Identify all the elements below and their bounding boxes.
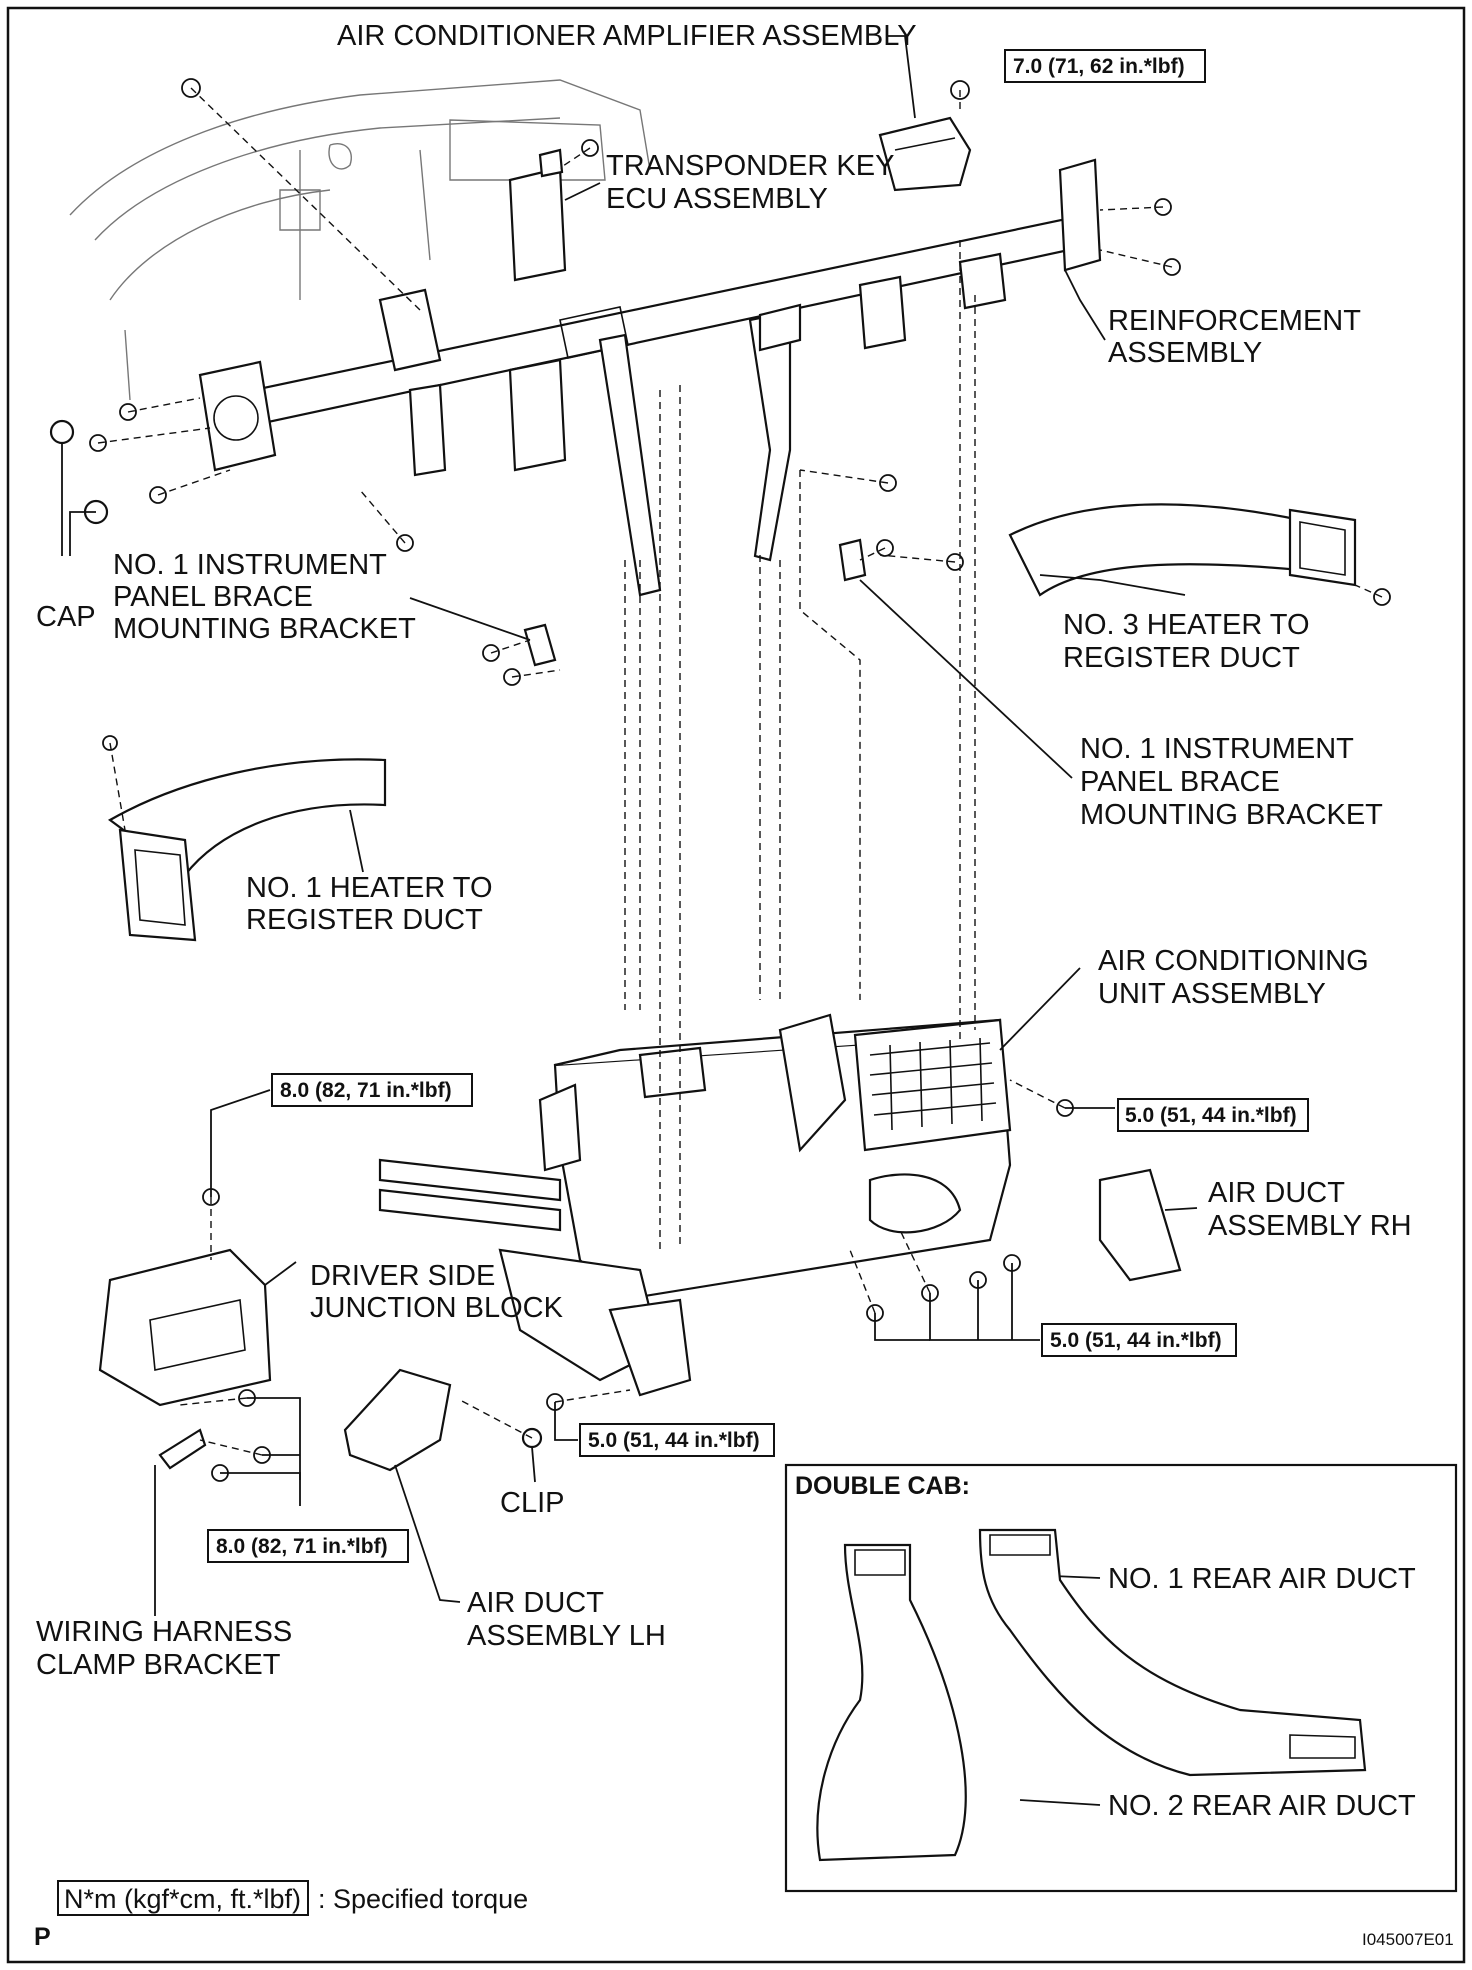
heater1-label-1: NO. 1 HEATER TO: [246, 872, 493, 904]
ac-unit-label-2: UNIT ASSEMBLY: [1098, 978, 1326, 1010]
air-duct-rh-part: [1098, 1168, 1182, 1282]
ac-amplifier-part: [878, 116, 972, 192]
figure-code: I045007E01: [1362, 1930, 1454, 1949]
reinforcement-beam: [198, 158, 1102, 477]
junction-label-1: DRIVER SIDE: [310, 1260, 495, 1292]
ac-amplifier-label: AIR CONDITIONER AMPLIFIER ASSEMBLY: [337, 20, 917, 52]
junction-label-2: JUNCTION BLOCK: [310, 1292, 564, 1324]
torque-unit-right: 5.0 (51, 44 in.*lbf): [1125, 1104, 1297, 1127]
rear-duct1-label: NO. 1 REAR AIR DUCT: [1108, 1563, 1416, 1595]
transponder-label-1: TRANSPONDER KEY: [606, 150, 894, 182]
harness-label-2: CLAMP BRACKET: [36, 1649, 281, 1681]
torque-box-junction-bottom: 8.0 (82, 71 in.*lbf): [207, 1529, 409, 1563]
torque-junction-top: 8.0 (82, 71 in.*lbf): [280, 1079, 452, 1102]
bracket-right-label-3: MOUNTING BRACKET: [1080, 799, 1383, 831]
rear-air-ducts: [816, 1528, 1367, 1862]
corner-letter: P: [34, 1923, 51, 1951]
torque-box-unit-right: 5.0 (51, 44 in.*lbf): [1117, 1098, 1309, 1132]
center-braces: [598, 303, 802, 597]
left-mounting-bracket-part: [523, 623, 557, 667]
bracket-right-label-2: PANEL BRACE: [1080, 766, 1280, 798]
heater1-label-2: REGISTER DUCT: [246, 904, 483, 936]
ac-unit-part: [378, 1013, 1012, 1397]
bracket-left-label-1: NO. 1 INSTRUMENT: [113, 549, 387, 581]
bracket-left-label-3: MOUNTING BRACKET: [113, 613, 416, 645]
duct-rh-label-1: AIR DUCT: [1208, 1177, 1345, 1209]
heater3-label-1: NO. 3 HEATER TO: [1063, 609, 1310, 641]
ac-unit-label-1: AIR CONDITIONING: [1098, 945, 1369, 977]
torque-clip: 5.0 (51, 44 in.*lbf): [588, 1429, 760, 1452]
torque-specs: 7.0 (71, 62 in.*lbf) 8.0 (82, 71 in.*lbf…: [207, 49, 1309, 1563]
reinforcement-label-1: REINFORCEMENT: [1108, 305, 1361, 337]
air-duct-lh-part: [343, 1368, 452, 1472]
right-mounting-bracket-part: [838, 538, 867, 582]
harness-label-1: WIRING HARNESS: [36, 1616, 292, 1648]
torque-box-amplifier: 7.0 (71, 62 in.*lbf): [1004, 49, 1206, 83]
cap-label: CAP: [36, 601, 96, 633]
reinforcement-label-2: ASSEMBLY: [1108, 337, 1262, 369]
transponder-ecu-part: [508, 148, 567, 282]
double-cab-label: DOUBLE CAB:: [795, 1472, 970, 1500]
double-cab-box: [784, 1463, 1458, 1893]
no3-heater-duct-part: [1008, 503, 1357, 597]
torque-amplifier: 7.0 (71, 62 in.*lbf): [1013, 55, 1185, 78]
duct-lh-label-1: AIR DUCT: [467, 1587, 604, 1619]
diagram-border: [6, 6, 1466, 1964]
torque-legend: N*m (kgf*cm, ft.*lbf) : Specified torque: [57, 1880, 528, 1916]
assembly-dash-lines: [97, 87, 1383, 1456]
rear-duct2-label: NO. 2 REAR AIR DUCT: [1108, 1790, 1416, 1822]
part-labels: AIR CONDITIONER AMPLIFIER ASSEMBLY TRANS…: [36, 20, 1416, 1822]
no1-heater-duct-part: [107, 758, 387, 942]
bracket-left-label-2: PANEL BRACE: [113, 581, 313, 613]
transponder-label-2: ECU ASSEMBLY: [606, 183, 828, 215]
torque-unit-bottom: 5.0 (51, 44 in.*lbf): [1050, 1329, 1222, 1352]
bracket-right-label-1: NO. 1 INSTRUMENT: [1080, 733, 1354, 765]
torque-box-clip: 5.0 (51, 44 in.*lbf): [579, 1423, 775, 1457]
duct-lh-label-2: ASSEMBLY LH: [467, 1620, 666, 1652]
legend-description: : Specified torque: [318, 1884, 528, 1914]
duct-rh-label-2: ASSEMBLY RH: [1208, 1210, 1412, 1242]
torque-box-unit-bottom: 5.0 (51, 44 in.*lbf): [1041, 1323, 1237, 1357]
junction-block-part: [98, 1248, 272, 1407]
vehicle-body-outline: [69, 79, 651, 401]
heater3-label-2: REGISTER DUCT: [1063, 642, 1300, 674]
harness-bracket-part: [158, 1428, 207, 1470]
torque-box-junction-top: 8.0 (82, 71 in.*lbf): [271, 1073, 473, 1107]
legend-unit: N*m (kgf*cm, ft.*lbf): [64, 1884, 301, 1914]
torque-junction-bottom: 8.0 (82, 71 in.*lbf): [216, 1535, 388, 1558]
leader-lines: [61, 35, 1198, 1806]
clip-label: CLIP: [500, 1487, 564, 1519]
